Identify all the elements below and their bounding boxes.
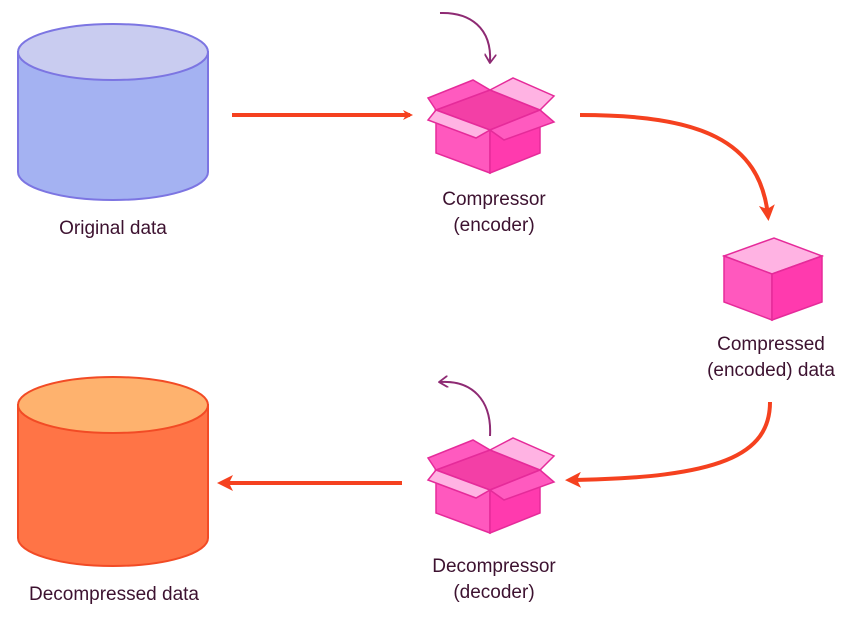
decompressor-open-box-icon <box>426 437 556 535</box>
original-data-label: Original data <box>13 216 213 242</box>
compressor-label: Compressor (encoder) <box>396 187 592 239</box>
decompressed-data-database-icon <box>17 376 209 567</box>
flow-arrow-compressed-to-decompressor <box>565 401 772 488</box>
compressed-label-line1: Compressed <box>717 334 825 355</box>
compressor-label-line1: Compressor <box>442 189 546 210</box>
decompressor-label-line1: Decompressor <box>432 556 556 577</box>
compressed-data-label: Compressed (encoded) data <box>686 332 856 384</box>
output-curved-arrow-icon <box>440 382 492 437</box>
original-data-database-icon <box>17 23 209 201</box>
compressor-open-box-icon <box>426 77 556 175</box>
compressed-label-line2: (encoded) data <box>707 360 835 381</box>
decompressed-data-text: Decompressed data <box>28 584 200 605</box>
input-curved-arrow-icon <box>439 11 490 62</box>
decompressor-label: Decompressor (decoder) <box>396 554 592 606</box>
compressor-label-line2: (encoder) <box>453 215 535 236</box>
original-data-text: Original data <box>59 218 167 239</box>
flow-arrow-compressor-to-compressed <box>579 113 775 221</box>
decompressor-label-line2: (decoder) <box>453 582 535 603</box>
decompressed-data-label: Decompressed data <box>0 582 228 608</box>
compressed-closed-box-icon <box>721 237 825 322</box>
